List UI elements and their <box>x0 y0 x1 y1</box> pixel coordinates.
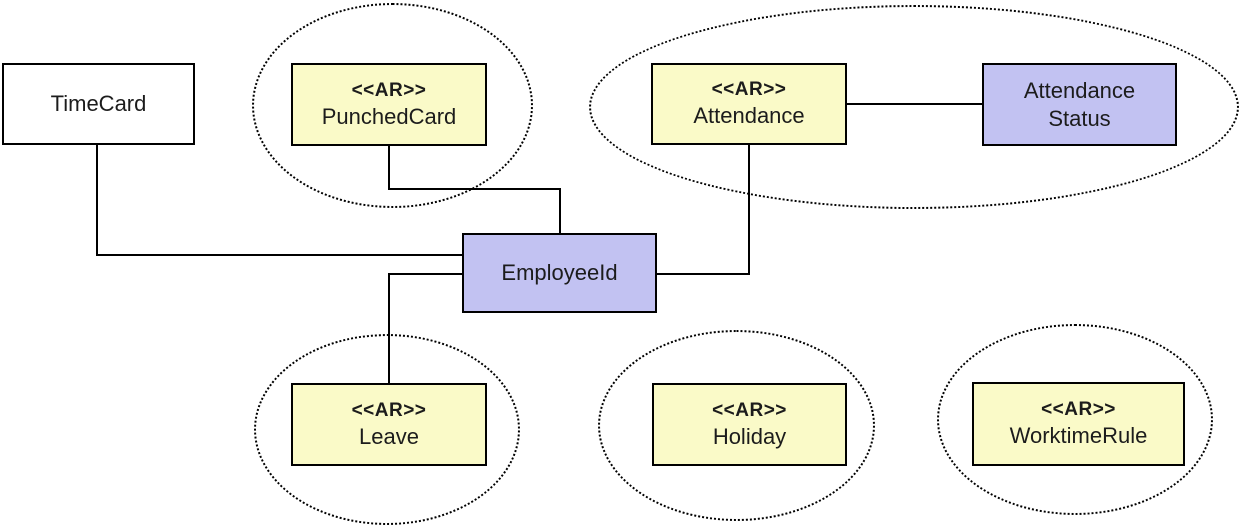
node-label: Attendance <box>1023 78 1136 103</box>
node-label: Status <box>1048 105 1111 131</box>
edge-timecard-employeeid-segment <box>96 145 98 256</box>
stereotype-label: <<AR>> <box>351 79 427 101</box>
node-employeeid[interactable]: EmployeeId <box>462 233 657 313</box>
stereotype-label: <<AR>> <box>712 399 787 421</box>
node-label: Attendance <box>693 103 805 129</box>
node-holiday[interactable]: <<AR>> Holiday <box>652 383 847 466</box>
edge-attendance-employeeid-segment <box>748 145 750 275</box>
edge-timecard-employeeid-segment <box>96 254 464 256</box>
edge-employeeid-leave-segment <box>388 273 390 385</box>
aggregate-boundary-attendance <box>589 5 1239 209</box>
edge-punchedcard-employeeid-segment <box>388 188 561 190</box>
node-label: Leave <box>359 423 419 449</box>
node-leave[interactable]: <<AR>> Leave <box>291 383 487 466</box>
node-attendance[interactable]: <<AR>> Attendance <box>651 63 847 145</box>
node-timecard[interactable]: TimeCard <box>2 63 195 145</box>
node-label: EmployeeId <box>501 260 618 286</box>
node-label: PunchedCard <box>321 103 457 129</box>
edge-attendance-employeeid-segment <box>656 273 750 275</box>
aggregate-boundary-worktimerule <box>937 324 1213 515</box>
edge-attendance-attendancestatus <box>845 103 984 105</box>
node-attendancestatus[interactable]: Attendance Status <box>982 63 1177 146</box>
aggregate-boundary-leave <box>254 334 520 525</box>
aggregate-boundary-punchedcard <box>252 3 533 208</box>
node-punchedcard[interactable]: <<AR>> PunchedCard <box>291 63 487 146</box>
node-label: WorktimeRule <box>1009 423 1148 449</box>
node-label: TimeCard <box>50 91 147 117</box>
node-label: Holiday <box>712 423 787 449</box>
stereotype-label: <<AR>> <box>1041 399 1116 421</box>
edge-punchedcard-employeeid-segment <box>388 146 390 190</box>
node-worktimerule[interactable]: <<AR>> WorktimeRule <box>972 382 1185 466</box>
edge-employeeid-leave-segment <box>389 273 464 275</box>
stereotype-label: <<AR>> <box>711 79 787 101</box>
aggregate-boundary-holiday <box>598 330 875 521</box>
edge-punchedcard-employeeid-segment <box>559 188 561 235</box>
stereotype-label: <<AR>> <box>351 399 427 421</box>
